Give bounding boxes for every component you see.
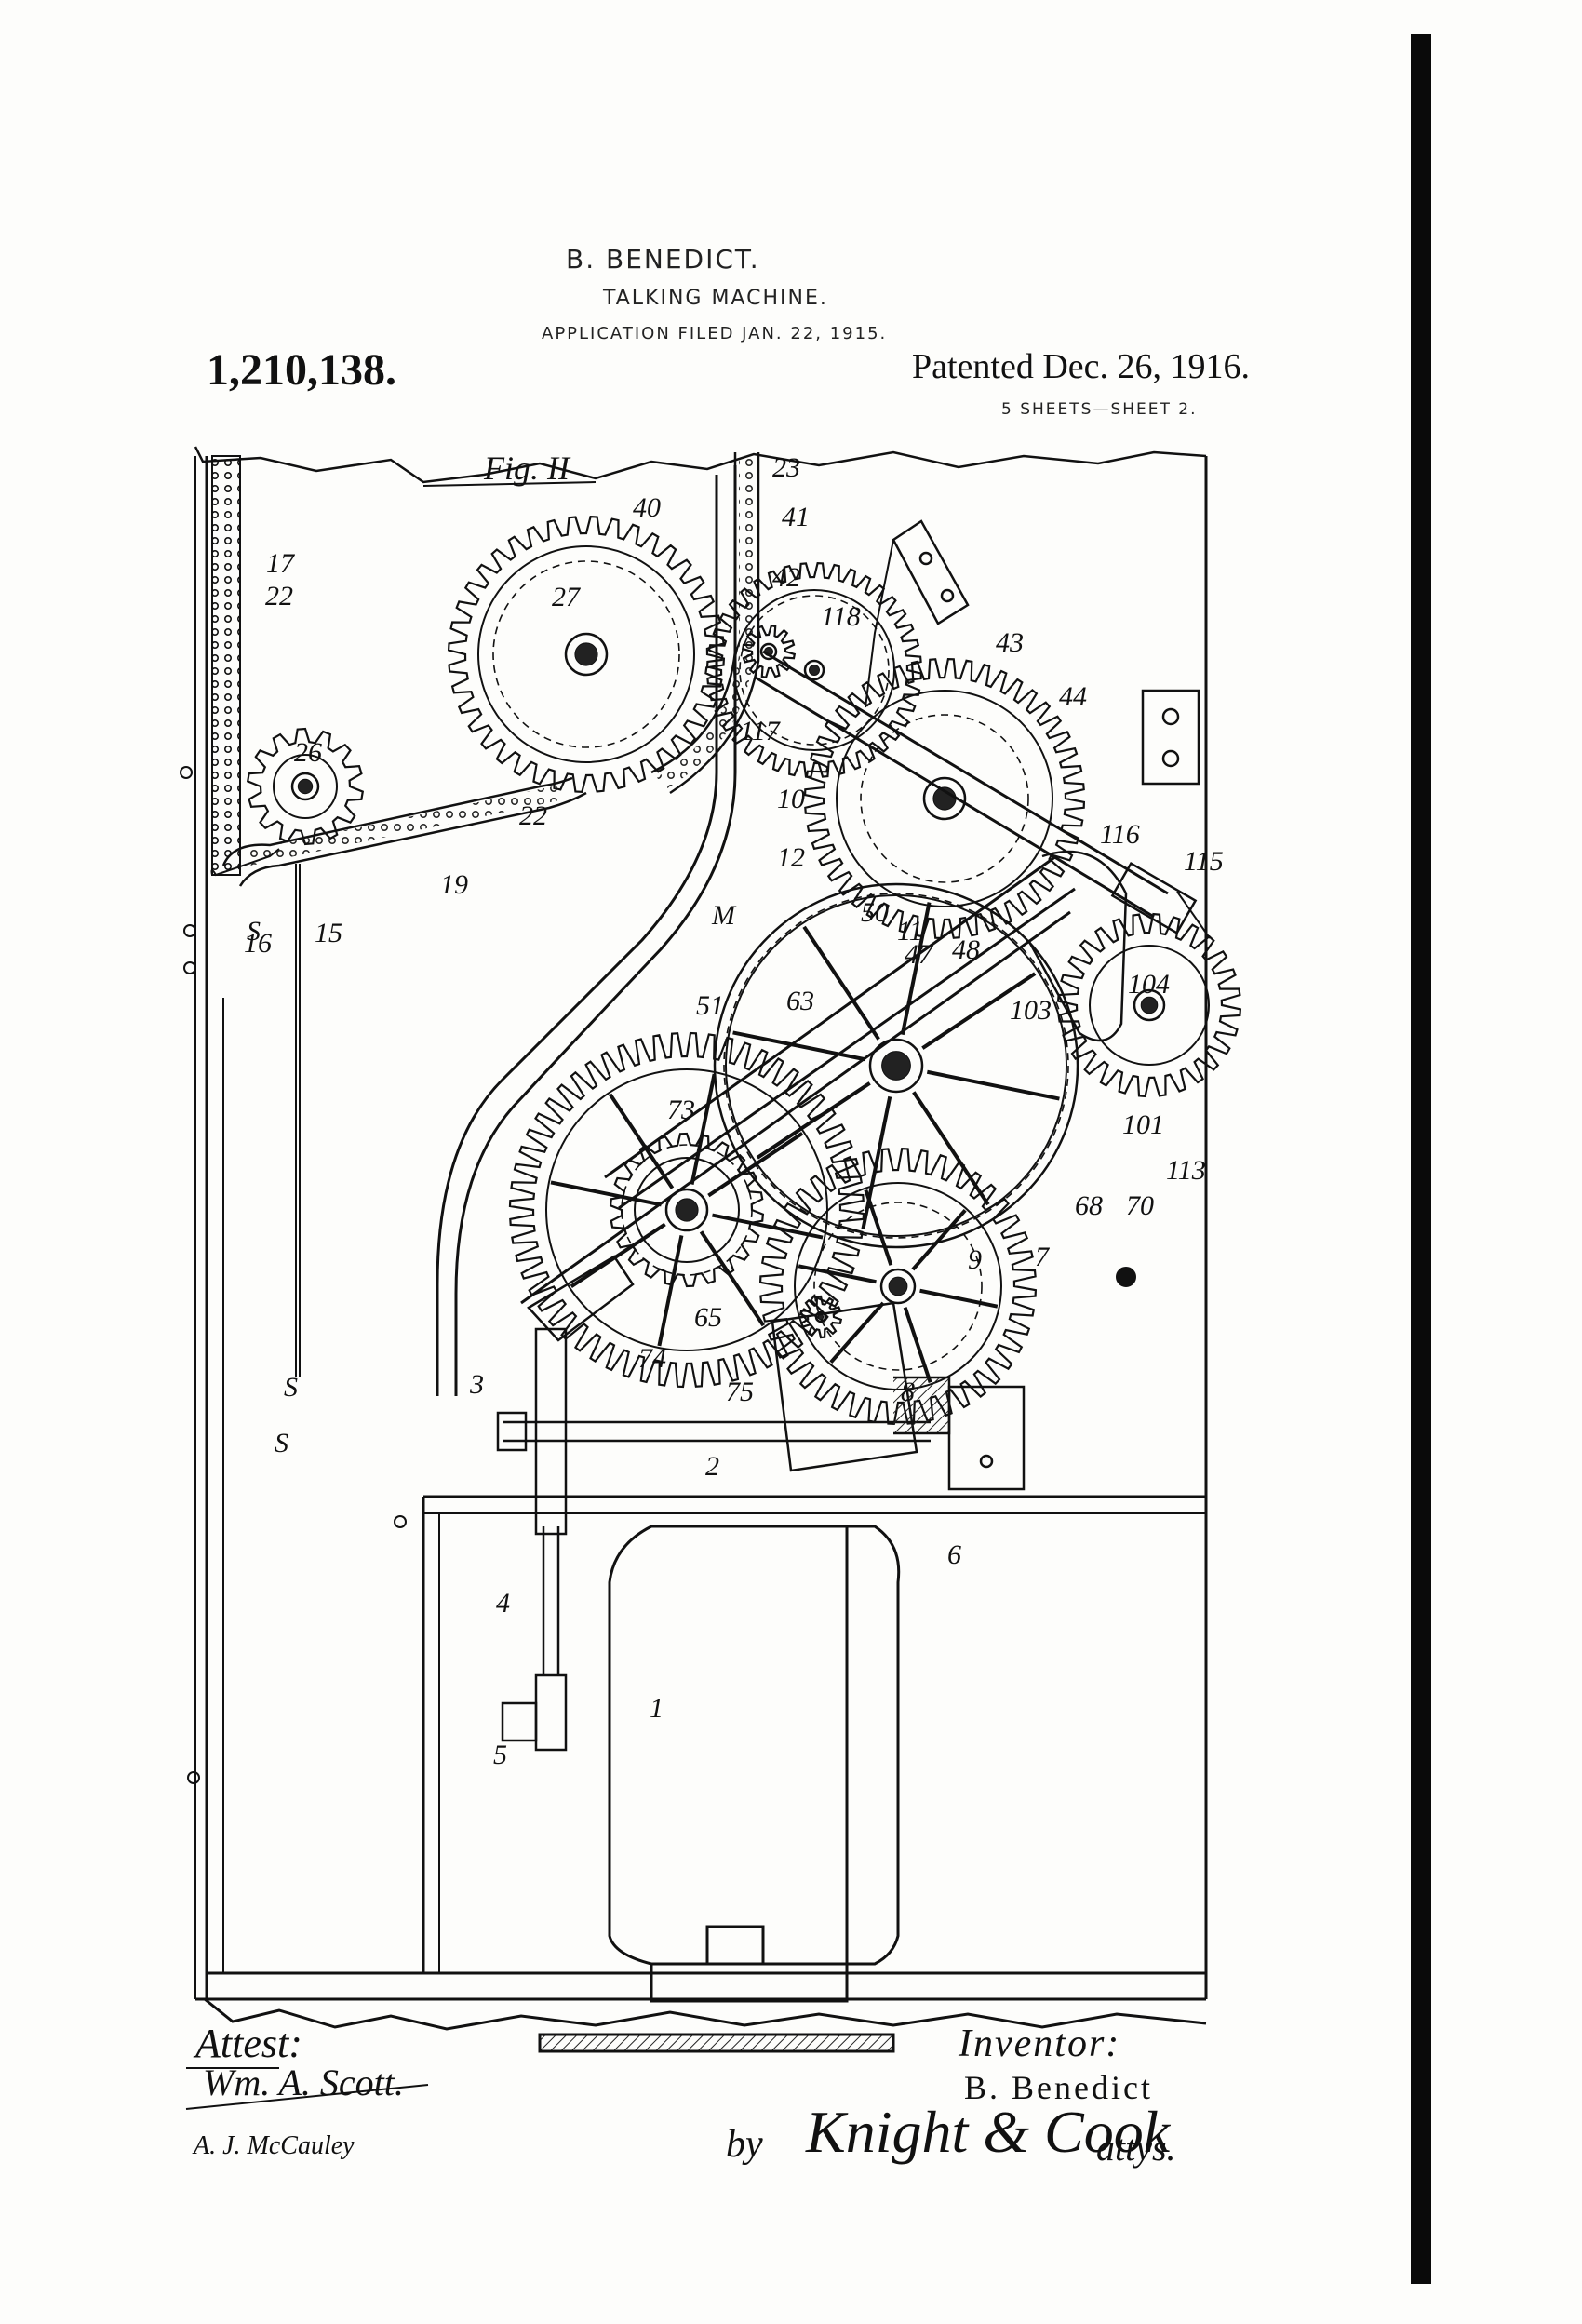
ref-numeral-104: 104 <box>1128 969 1170 1000</box>
inventor-name-header: B. BENEDICT. <box>566 244 760 275</box>
curved-guide-rail <box>436 465 737 1396</box>
ref-numeral-17: 17 <box>266 548 296 579</box>
ref-numeral-51: 51 <box>696 990 724 1021</box>
ref-numeral-15: 15 <box>315 918 342 948</box>
gear-12-M <box>713 882 1079 1249</box>
ref-numeral-42: 42 <box>772 562 800 593</box>
ref-numeral-118: 118 <box>821 601 861 632</box>
ref-numeral-63: 63 <box>786 986 814 1016</box>
patent-number: 1,210,138. <box>207 345 396 395</box>
ref-numeral-9: 9 <box>968 1244 982 1275</box>
motor-body <box>608 1525 901 2003</box>
ref-numeral-74: 74 <box>638 1343 666 1374</box>
tone-arm <box>755 650 1211 939</box>
gear-104 <box>1056 912 1242 1098</box>
attorneys-signature: Knight & Cook <box>806 2099 1171 2165</box>
ref-numeral-40: 40 <box>633 492 661 523</box>
ref-numeral-47: 47 <box>905 939 934 970</box>
ref-numeral-12: 12 <box>777 842 805 873</box>
gear-42 <box>741 624 797 679</box>
svg-text:Fig. II: Fig. II <box>483 450 571 487</box>
ref-numeral-10: 10 <box>777 784 805 814</box>
ref-numeral-68: 68 <box>1075 1190 1103 1221</box>
ref-numeral-75: 75 <box>726 1377 754 1407</box>
ref-numeral-26: 26 <box>294 737 322 768</box>
worm-gear-housing <box>771 1301 1026 1491</box>
witness-signature-2: A. J. McCauley <box>194 2131 355 2160</box>
invention-title: TALKING MACHINE. <box>603 287 828 310</box>
ref-numeral-2: 2 <box>705 1451 719 1482</box>
inventor-label: Inventor: <box>959 2022 1121 2065</box>
machine-casing <box>194 446 1208 2053</box>
ref-numeral-23: 23 <box>772 452 800 483</box>
ref-numeral-3: 3 <box>469 1369 484 1400</box>
gear-27 <box>447 515 726 794</box>
witness-signatures <box>185 2067 429 2110</box>
ref-numeral-70: 70 <box>1126 1190 1154 1221</box>
ref-numeral-22: 22 <box>265 581 293 611</box>
ref-numeral-101: 101 <box>1122 1109 1164 1140</box>
ref-numeral-5: 5 <box>493 1740 507 1770</box>
ref-numeral-48: 48 <box>952 934 980 965</box>
ref-numeral-103: 103 <box>1010 995 1052 1026</box>
mounting-bracket-right <box>1141 689 1200 786</box>
ref-numeral-S: S <box>247 916 261 947</box>
lower-chain-belt <box>221 776 587 887</box>
ref-numeral-41: 41 <box>782 502 810 532</box>
ref-numeral-1: 1 <box>650 1693 664 1724</box>
motor-pulley-drive <box>496 1255 931 1752</box>
sheet-number: 5 SHEETS—SHEET 2. <box>1001 400 1198 419</box>
ref-numeral-16: 16 <box>244 928 272 959</box>
gear-26 <box>246 727 365 846</box>
attest-label: Attest: <box>195 2021 302 2066</box>
ref-numeral-4: 4 <box>496 1588 510 1619</box>
witness-signature-1: Wm. A. Scott. <box>203 2062 404 2103</box>
ref-numeral-S: S <box>284 1372 298 1403</box>
patented-date: Patented Dec. 26, 1916. <box>912 347 1251 386</box>
by-line: by <box>726 2123 763 2166</box>
ref-numeral-115: 115 <box>1184 846 1224 877</box>
inventor-signature: B. Benedict <box>964 2069 1153 2106</box>
ref-numeral-22: 22 <box>519 800 547 831</box>
ref-numeral-50: 50 <box>861 897 889 928</box>
attorneys-suffix: attys. <box>1096 2127 1176 2169</box>
pivot-link-arm <box>520 850 1128 1305</box>
figure-label: Fig. II <box>422 450 597 487</box>
ref-numeral-11: 11 <box>897 916 923 947</box>
ref-numeral-S: S <box>275 1428 288 1458</box>
ref-numeral-43: 43 <box>996 627 1024 658</box>
application-filed: APPLICATION FILED JAN. 22, 1915. <box>542 324 888 343</box>
gear-65 <box>609 1132 765 1288</box>
ref-numeral-M: M <box>711 900 737 931</box>
ref-numeral-19: 19 <box>440 869 468 900</box>
ref-numeral-116: 116 <box>1100 819 1140 850</box>
ref-numeral-117: 117 <box>740 716 782 746</box>
ref-numeral-8: 8 <box>901 1377 915 1407</box>
ref-numeral-44: 44 <box>1059 681 1087 712</box>
ref-numeral-7: 7 <box>1035 1242 1051 1272</box>
ref-numeral-6: 6 <box>947 1539 961 1570</box>
vertical-chain-belt <box>210 455 280 877</box>
scan-edge-bar <box>1411 34 1431 2284</box>
gear-7 <box>758 1147 1038 1426</box>
cord-line <box>295 864 301 1377</box>
misc-screws <box>180 766 1136 1784</box>
mounting-bracket-top <box>865 519 970 708</box>
gear-43 <box>803 657 1086 940</box>
ref-numeral-113: 113 <box>1166 1155 1206 1186</box>
ref-numeral-73: 73 <box>667 1095 695 1125</box>
ref-numeral-65: 65 <box>694 1302 722 1333</box>
gear-train <box>246 515 1242 1426</box>
ref-numeral-27: 27 <box>552 582 582 612</box>
